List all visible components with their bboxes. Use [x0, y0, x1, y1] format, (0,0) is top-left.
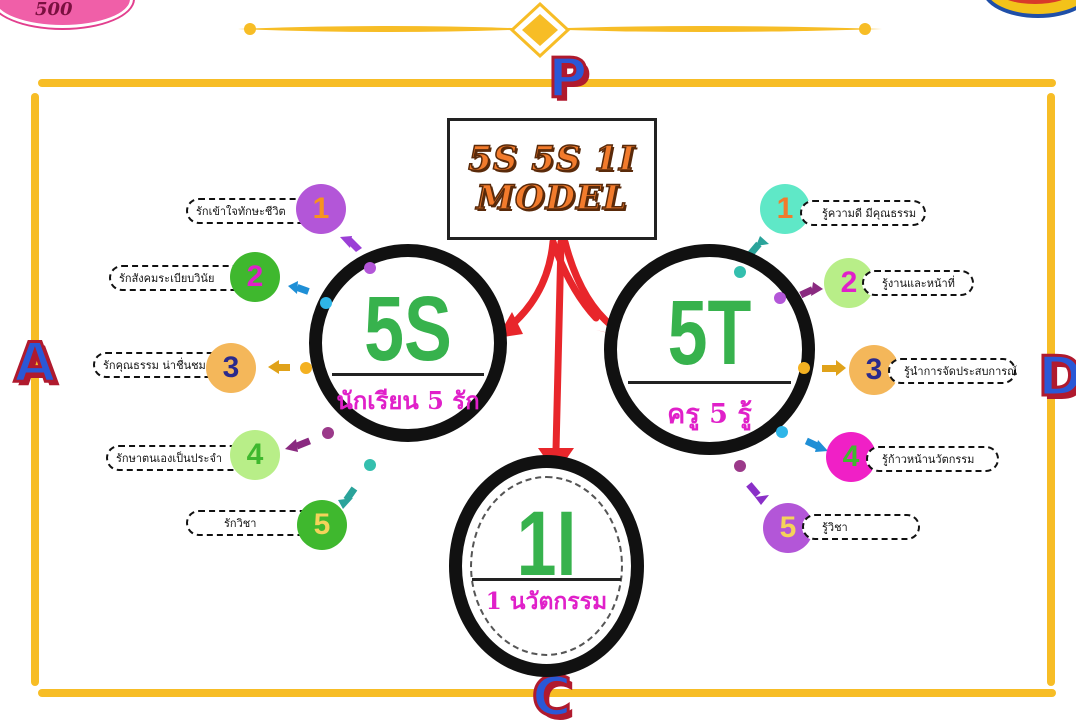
left-item-4-badge: 4: [230, 430, 280, 480]
frame-left: [31, 93, 39, 686]
dot-left-4: [322, 427, 334, 439]
circle-1i-divider: [472, 578, 621, 581]
left-item-1-badge: 1: [296, 184, 346, 234]
red-arrows: [504, 238, 616, 454]
right-item-5-badge: 5: [763, 503, 813, 553]
right-item-1-label: รู้ความดี มีคุณธรรม: [800, 200, 926, 226]
dot-right-1: [734, 266, 746, 278]
model-title-box: 5S 5S 1I MODEL: [447, 118, 657, 240]
circle-1i: 1I 1 นวัตกรรม: [449, 455, 644, 677]
circle-5s-main: 5S: [364, 278, 452, 380]
left-item-3-badge: 3: [206, 343, 256, 393]
model-title-line2: MODEL: [475, 178, 628, 219]
dot-left-3: [300, 362, 312, 374]
left-item-4-label: รักษาตนเองเป็นประจำ: [106, 445, 246, 471]
frame-right: [1047, 93, 1055, 686]
circle-1i-main: 1I: [516, 493, 577, 595]
dot-right-5: [734, 460, 746, 472]
dot-left-5: [364, 459, 376, 471]
left-pointer-arrows: [268, 236, 362, 509]
left-item-5-badge: 5: [297, 500, 347, 550]
frame-top: [38, 79, 1056, 87]
right-item-4-label: รู้ก้าวหน้านวัตกรรม: [866, 446, 999, 472]
circle-5t-sub: ครู 5 รู้: [667, 399, 752, 430]
right-pointer-arrows: [746, 236, 846, 505]
left-item-2-label: รักสังคมระเบียบวินัย: [109, 265, 249, 291]
dot-right-4: [776, 426, 788, 438]
left-logo-text: 500: [35, 0, 73, 20]
top-ornament: [238, 1, 882, 59]
circle-5s: 5S นักเรียน 5 รัก: [309, 244, 507, 442]
dot-left-1: [364, 262, 376, 274]
dot-right-3: [798, 362, 810, 374]
circle-1i-dash: [470, 476, 623, 656]
letter-c: C: [531, 665, 574, 728]
right-item-2-label: รู้งานและหน้าที่: [862, 270, 974, 296]
frame-bottom: [38, 689, 1056, 697]
model-title-line1: 5S 5S 1I: [467, 138, 636, 180]
left-item-5-label: รักวิชา: [186, 510, 316, 536]
circle-5t-main: 5T: [667, 282, 752, 384]
circle-5t-divider: [628, 381, 791, 384]
circle-5s-divider: [332, 373, 484, 376]
left-item-3-label: รักคุณธรรม น่าชื่นชม: [93, 352, 223, 378]
dot-left-2: [320, 297, 332, 309]
left-item-2-badge: 2: [230, 252, 280, 302]
circle-5t: 5T ครู 5 รู้: [604, 244, 815, 455]
letter-d: D: [1037, 345, 1076, 408]
right-item-2-badge: 2: [824, 258, 874, 308]
circle-1i-sub: 1 นวัตกรรม: [485, 588, 608, 615]
circle-5s-sub: นักเรียน 5 รัก: [336, 386, 480, 415]
letter-a: A: [13, 331, 58, 394]
dot-right-2: [774, 292, 786, 304]
letter-p: P: [547, 47, 590, 110]
right-item-3-label: รู้นำการจัดประสบการณ์: [888, 358, 1017, 384]
right-item-5-label: รู้วิชา: [802, 514, 920, 540]
